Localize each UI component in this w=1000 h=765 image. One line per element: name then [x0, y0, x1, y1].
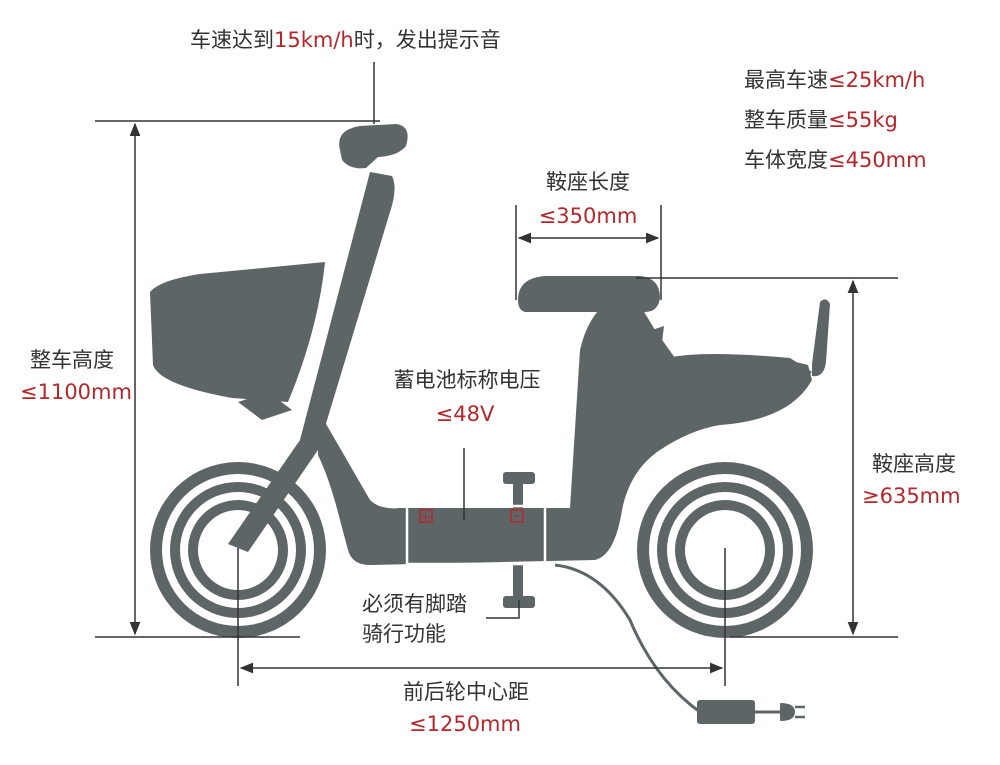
pedal-leader [486, 600, 520, 619]
seat [518, 276, 660, 312]
spec-max-speed: 最高车速≤25km/h [744, 66, 925, 94]
seat-height-value: ≥635mm [862, 484, 961, 508]
battery-minus-symbol: - [514, 508, 519, 524]
pedal-note-line2: 骑行功能 [362, 622, 446, 646]
charger-cable [554, 563, 701, 714]
spec-label: 最高车速 [744, 68, 828, 92]
overall-height-label: 整车高度 [30, 348, 114, 372]
battery-voltage-label: 蓄电池标称电压 [393, 368, 541, 392]
backrest [812, 299, 830, 377]
basket [150, 262, 325, 402]
seat-height-label: 鞍座高度 [872, 452, 956, 476]
charger-plug-icon [780, 703, 795, 721]
rear-carrier [668, 354, 812, 388]
pedal-stem-top [513, 480, 523, 510]
spec-label: 整车质量 [744, 108, 828, 132]
basket-strut [238, 392, 292, 420]
speed-alert-value: 15km/h [274, 28, 354, 52]
battery-plus-symbol: + [421, 510, 432, 525]
seat-length-value: ≤350mm [538, 204, 638, 228]
speed-alert-note: 车速达到15km/h时，发出提示音 [190, 26, 501, 54]
seat-length-label: 鞍座长度 [546, 170, 630, 194]
battery-icon: + - [405, 504, 547, 566]
speed-alert-prefix: 车速达到 [190, 28, 274, 52]
charger-icon [697, 700, 755, 724]
spec-vehicle-mass: 整车质量≤55kg [744, 106, 898, 134]
pedal-icon [503, 472, 535, 484]
wheelbase-label: 前后轮中心距 [403, 680, 529, 704]
seat-support [644, 326, 664, 394]
battery-voltage-value: ≤48V [435, 402, 495, 426]
spec-value: ≤450mm [828, 148, 927, 172]
fork [228, 172, 395, 552]
pedal-stem-bottom [513, 565, 523, 599]
pedal-note-line1: 必须有脚踏 [362, 592, 467, 616]
speed-alert-suffix: 时，发出提示音 [353, 28, 501, 52]
spec-value: ≤25km/h [828, 68, 926, 92]
overall-height-value: ≤1100mm [20, 380, 132, 404]
spec-value: ≤55kg [828, 108, 898, 132]
spec-label: 车体宽度 [744, 148, 828, 172]
spec-body-width: 车体宽度≤450mm [744, 146, 927, 174]
dimension-lines [95, 62, 898, 686]
handlebar [339, 124, 408, 169]
wheelbase-value: ≤1250mm [409, 712, 521, 736]
